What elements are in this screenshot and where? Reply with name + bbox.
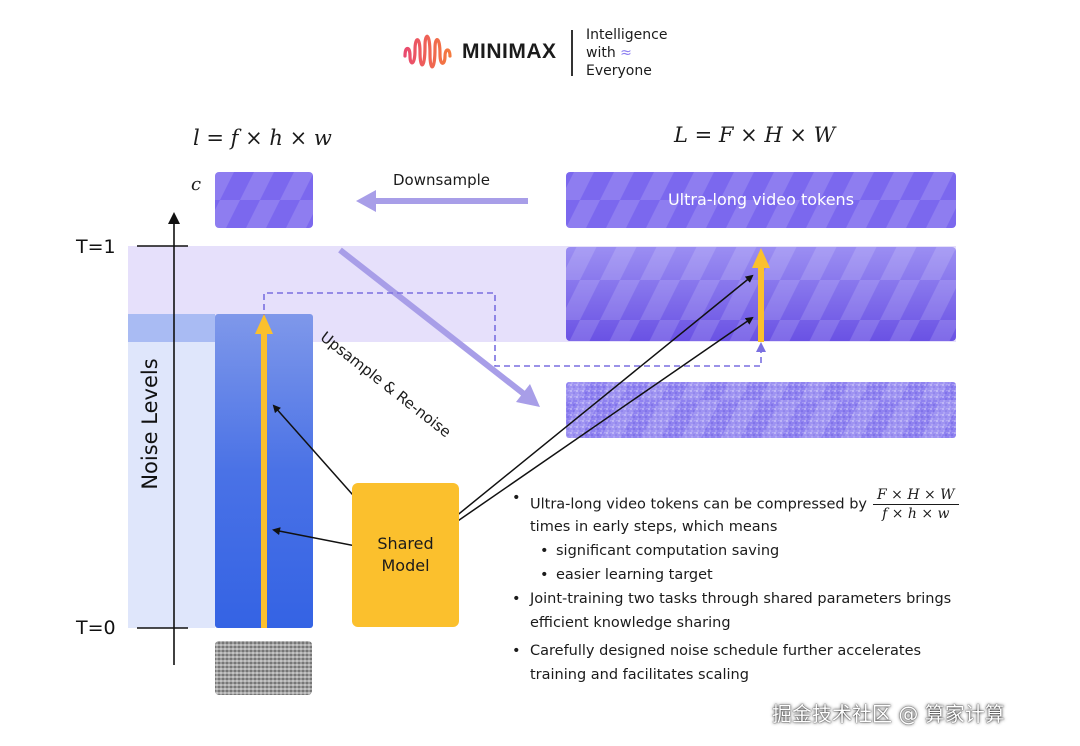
watermark: 掘金技术社区 @ 算家计算 — [772, 702, 1005, 726]
downsample-label: Downsample — [393, 171, 491, 189]
channel-label: c — [191, 174, 202, 195]
formula-large: L = F × H × W — [674, 123, 836, 147]
bullet-compression-cont: times in early steps, which means — [530, 519, 778, 535]
header-divider — [571, 30, 573, 76]
low-noise-band-top — [128, 314, 215, 342]
model-label-line1: Shared — [377, 534, 434, 553]
low-noise-band — [128, 314, 215, 628]
upsample-arrow — [338, 247, 526, 397]
tagline-line3: Everyone — [586, 63, 652, 79]
bullet-list: Ultra-long video tokens can be compresse… — [508, 486, 1048, 687]
bullet-joint-training: Joint-training two tasks through shared … — [508, 587, 1048, 611]
formula-small: l = f × h × w — [193, 126, 332, 150]
tagline: Intelligence with ≈ Everyone — [586, 26, 667, 80]
dashed-path — [263, 292, 762, 367]
tagline-line1: Intelligence — [586, 27, 668, 43]
wave-icon: ≈ — [615, 45, 632, 61]
sub-bullet-computation: significant computation saving — [508, 539, 1048, 563]
bullet-joint-training-cont: efficient knowledge sharing — [530, 615, 731, 631]
token-row-label: Ultra-long video tokens — [667, 190, 855, 209]
model-label-line2: Model — [381, 556, 430, 575]
noise-levels-label: Noise Levels — [138, 358, 162, 490]
gray-noise-square — [215, 641, 312, 695]
bullet-noise-schedule: Carefully designed noise schedule furthe… — [508, 639, 1048, 663]
shared-model-box: Shared Model — [352, 483, 459, 627]
t1-label: T=1 — [76, 236, 116, 258]
bullet-noise-schedule-cont: training and facilitates scaling — [530, 667, 749, 683]
brand-name: MINIMAX — [462, 40, 557, 63]
t0-label: T=0 — [76, 617, 116, 639]
axis-arrowhead — [168, 212, 180, 224]
tagline-line2: with ≈ — [586, 45, 632, 61]
sub-bullet-learning: easier learning target — [508, 563, 1048, 587]
minimax-logo-icon — [403, 34, 452, 69]
bullet-compression: Ultra-long video tokens can be compresse… — [508, 486, 1048, 523]
